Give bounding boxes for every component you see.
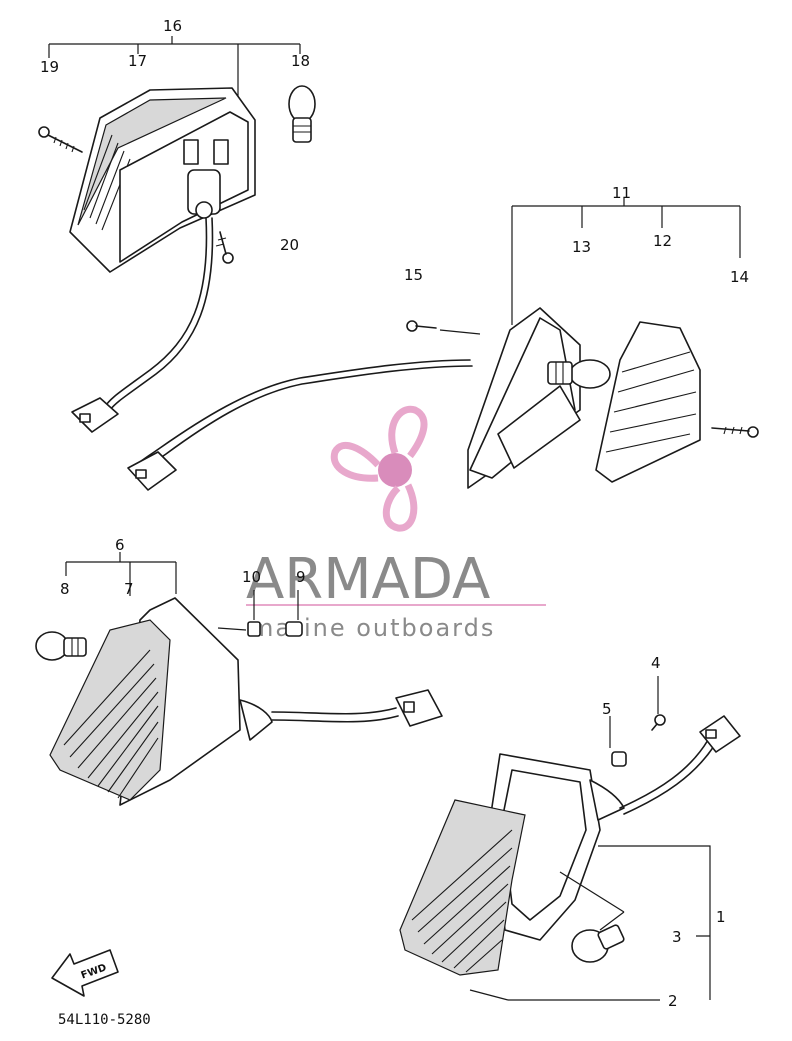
label-19: 19 (40, 58, 59, 76)
label-16: 16 (163, 17, 182, 35)
connector-1 (699, 715, 741, 753)
label-9: 9 (296, 568, 306, 586)
nut-5 (609, 716, 627, 767)
label-8: 8 (60, 580, 70, 598)
label-7: 7 (124, 580, 134, 598)
label-6: 6 (115, 536, 125, 554)
label-12: 12 (653, 232, 672, 250)
assembly-6 (35, 552, 443, 806)
propeller-icon (330, 405, 428, 532)
screw-14 (711, 426, 759, 438)
label-10: 10 (242, 568, 261, 586)
screw-4 (651, 676, 666, 731)
screw-20 (215, 231, 234, 264)
drawing-code: 54L110-5280 (58, 1012, 151, 1028)
label-2: 2 (668, 992, 678, 1010)
bulb-18 (288, 85, 316, 143)
watermark-brand: ARMADA (246, 547, 490, 612)
assembly-1 (399, 676, 741, 1001)
label-18: 18 (291, 52, 310, 70)
connector-16 (71, 397, 119, 433)
lens-2 (399, 799, 526, 976)
socket-16 (183, 139, 229, 219)
propeller-hub (378, 453, 412, 487)
label-17: 17 (128, 52, 147, 70)
lens-7 (49, 619, 171, 801)
label-15: 15 (404, 266, 423, 284)
washer-9 (285, 590, 303, 637)
assembly-11 (127, 198, 759, 491)
lens-12 (595, 321, 701, 483)
label-3: 3 (672, 928, 682, 946)
fwd-arrow: FWD (51, 949, 119, 997)
label-1: 1 (716, 908, 726, 926)
screw-19 (38, 126, 83, 153)
label-11: 11 (612, 184, 631, 202)
label-14: 14 (730, 268, 749, 286)
bulb-8 (35, 631, 87, 661)
label-13: 13 (572, 238, 591, 256)
watermark-rule (246, 604, 546, 606)
label-20: 20 (280, 236, 299, 254)
connector-11 (127, 451, 177, 491)
assembly-16 (38, 36, 316, 433)
watermark-logo: ARMADA marine outboards (246, 405, 546, 642)
label-4: 4 (651, 654, 661, 672)
bulb-3 (571, 924, 625, 963)
connector-6 (395, 689, 443, 727)
housing-11 (467, 307, 581, 489)
screw-15 (406, 320, 481, 335)
part-number-labels: 16 17 19 18 20 11 13 12 14 15 6 8 7 10 9… (40, 17, 749, 1010)
label-5: 5 (602, 700, 612, 718)
bulb-13 (547, 359, 611, 389)
nut-10 (247, 590, 261, 637)
lens-17 (69, 87, 256, 273)
